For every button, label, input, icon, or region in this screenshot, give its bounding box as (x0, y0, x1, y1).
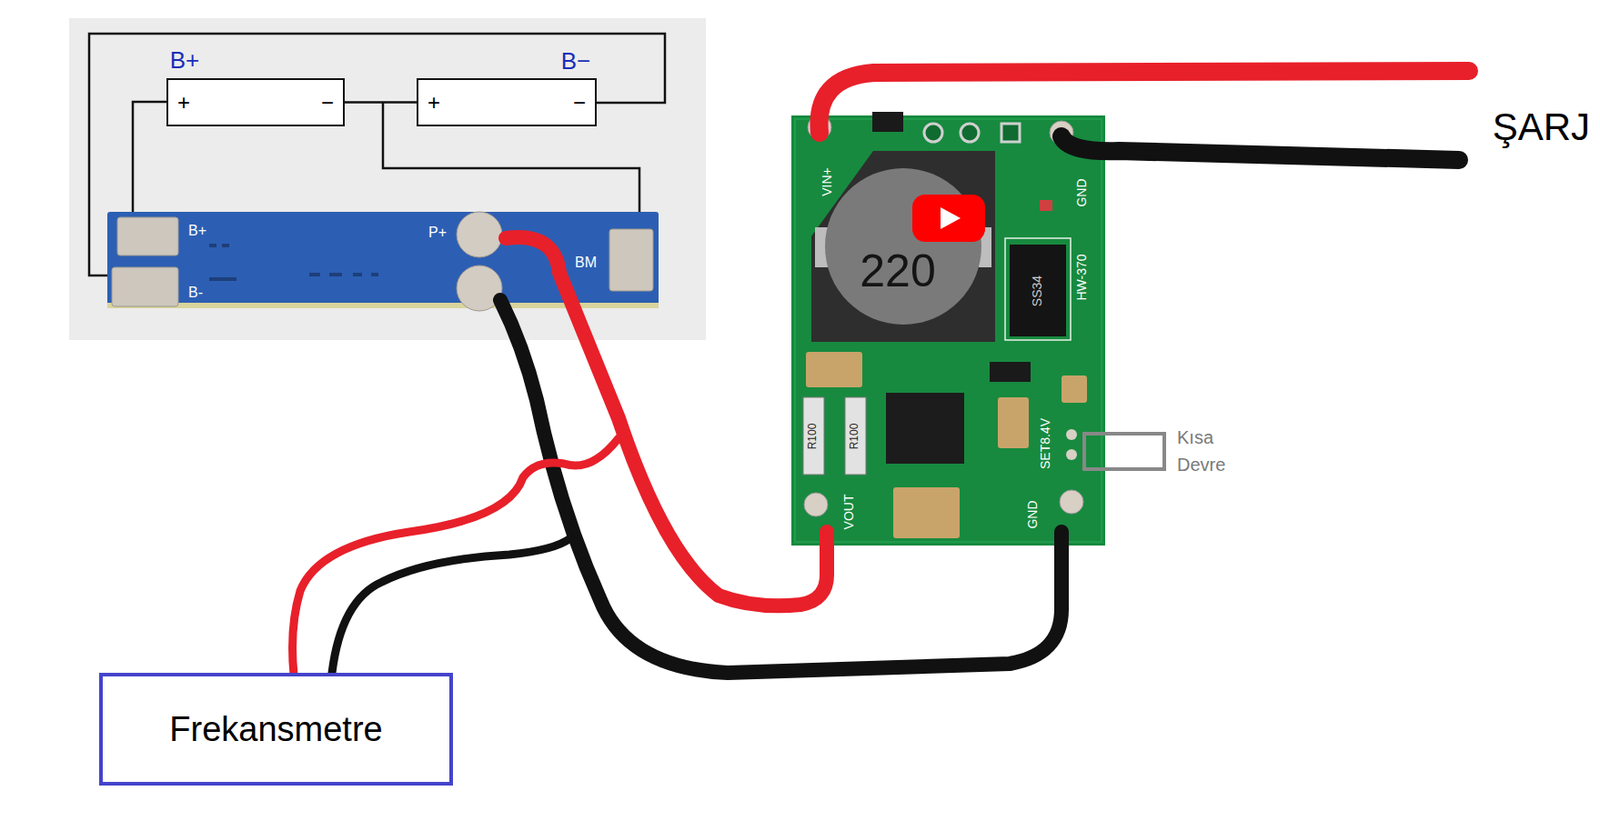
board-name: HW-370 (1075, 253, 1089, 301)
pad-label: B+ (188, 222, 207, 240)
pin-label: VOUT (842, 494, 856, 531)
solder-pad (111, 267, 179, 307)
silkscreen-box (1005, 238, 1071, 341)
set-pin (1066, 429, 1077, 441)
black-wire (500, 300, 1062, 674)
board-via (221, 243, 230, 248)
module-outline (794, 119, 1102, 543)
pin-label: VIN+ (820, 167, 835, 197)
board-trace (309, 272, 321, 277)
play-logo-triangle (940, 207, 961, 230)
sense-resistor (845, 397, 866, 475)
board-trace (329, 272, 343, 277)
instrument-box: Frekansmetre (99, 673, 453, 786)
part-marking: SS34 (1030, 275, 1045, 307)
node-text: − (321, 90, 334, 116)
node-text: − (573, 90, 586, 116)
capacitor (893, 487, 960, 539)
smd-resistor (989, 362, 1031, 383)
charger-module (791, 115, 1106, 546)
module-pad (804, 493, 828, 517)
solder-pad (117, 217, 179, 256)
probe-wire (292, 438, 619, 675)
bms-board (107, 211, 659, 309)
inductor-body (811, 150, 996, 343)
photo-backdrop (69, 18, 706, 341)
module-hole (1001, 123, 1020, 142)
schematic-wire (132, 101, 167, 223)
connector-wire (344, 100, 417, 104)
terminal-label: B+ (170, 47, 201, 74)
part-marking: R100 (806, 423, 819, 451)
battery-cell: +− (416, 78, 597, 127)
pad-label: BM (574, 254, 597, 272)
capacitor (997, 397, 1029, 449)
set-pin (1066, 449, 1077, 461)
board-via (209, 243, 217, 248)
module-hole (924, 123, 943, 142)
black-wire (1061, 136, 1460, 161)
inductor-marking: 220 (859, 246, 936, 297)
board-via (209, 277, 237, 282)
wire-label: ŞARJ (1492, 106, 1590, 149)
pad-label: B- (188, 284, 203, 302)
play-logo (912, 194, 986, 242)
ic-chip (885, 392, 965, 464)
solder-pad (609, 229, 654, 292)
battery-cell: +− (166, 78, 345, 127)
node-text: + (177, 90, 191, 116)
smd-resistor (872, 111, 904, 132)
probe-wire (332, 538, 571, 674)
board-trace (371, 272, 379, 277)
module-pad (1059, 490, 1084, 514)
node-text: + (427, 90, 441, 116)
short-circuit-marker (1084, 433, 1165, 470)
red-wire (818, 70, 1470, 133)
capacitor (1061, 375, 1087, 403)
pad-label: P+ (428, 224, 447, 242)
sense-resistor (803, 397, 825, 475)
inductor-top (825, 168, 982, 325)
note-label: Kısa Devre (1177, 423, 1241, 479)
pin-label: GND (1075, 178, 1089, 207)
board-trace (352, 272, 363, 277)
capacitor (805, 352, 863, 388)
node-text: Frekansmetre (169, 710, 383, 750)
module-hole (960, 123, 979, 142)
part-marking: R100 (848, 423, 861, 451)
solder-pad (456, 211, 503, 258)
pin-label: GND (1026, 500, 1040, 529)
led (1039, 200, 1053, 212)
pin-label: SET8.4V (1038, 418, 1053, 470)
diode-chip (1009, 244, 1067, 337)
terminal-label: B− (561, 48, 592, 75)
